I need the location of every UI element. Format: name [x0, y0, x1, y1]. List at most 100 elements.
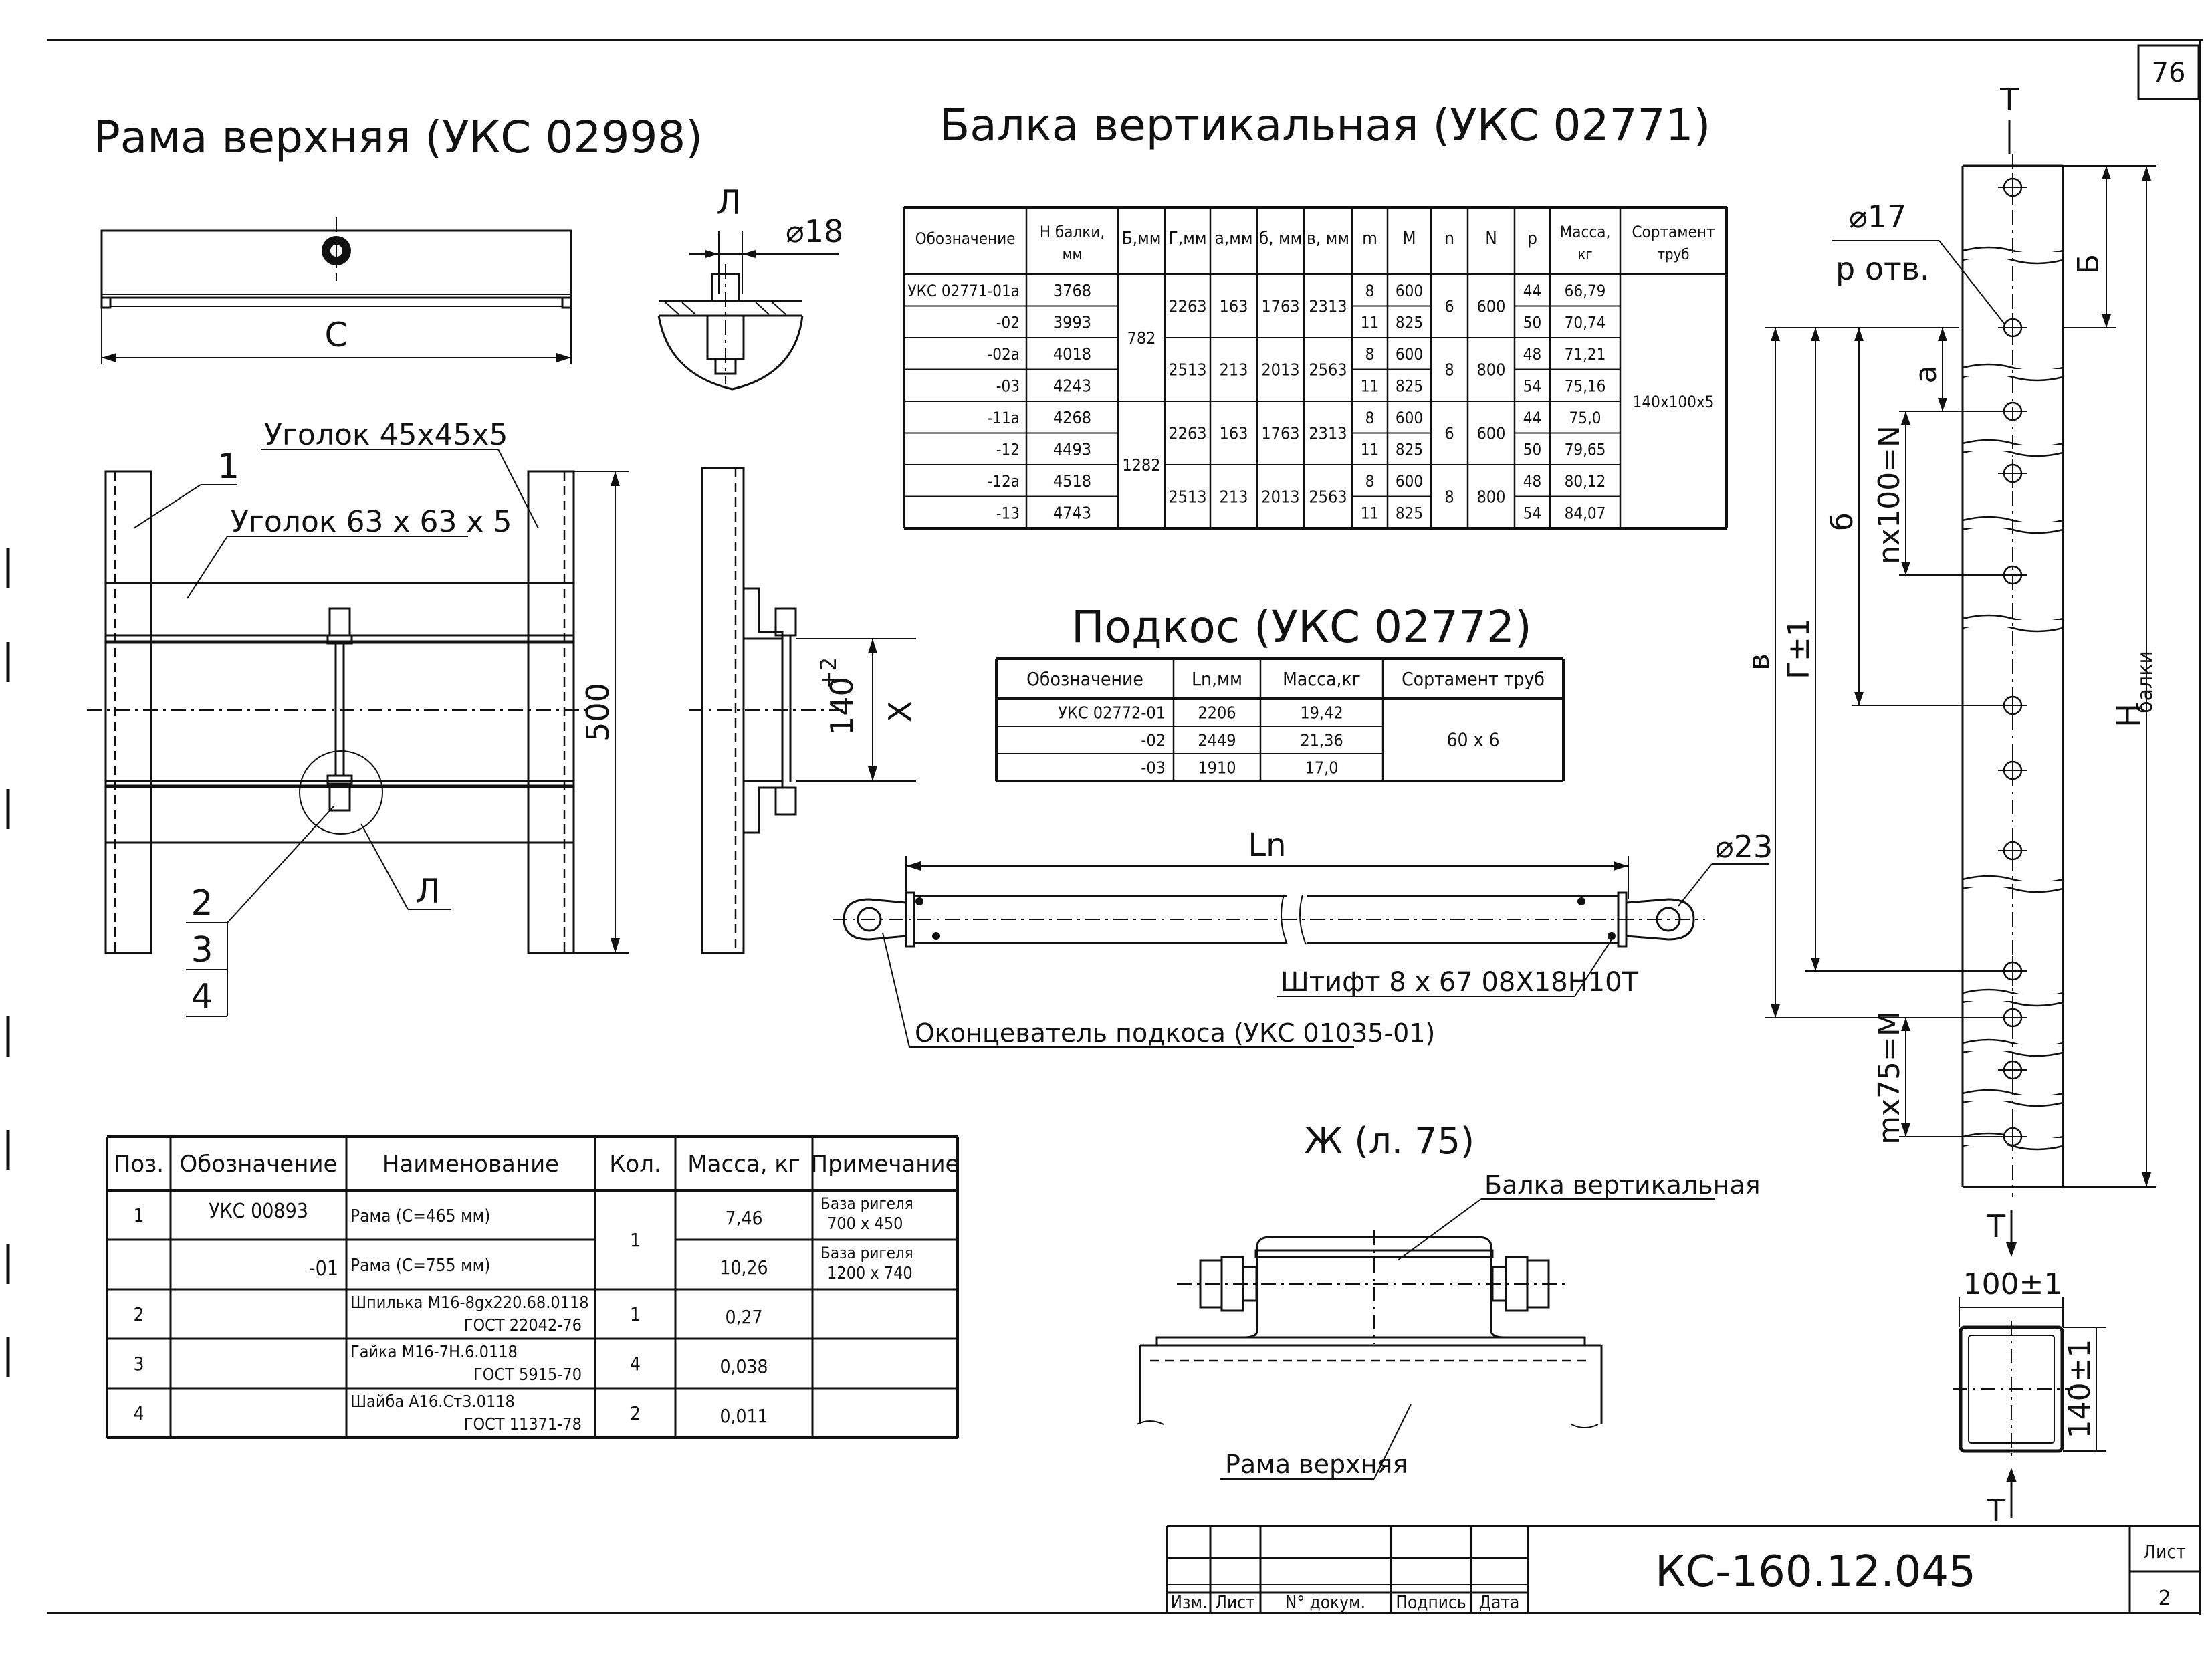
brace-td-ln-0: 2206 — [1198, 703, 1236, 723]
detail-beam-label: Балка вертикальная — [1484, 1170, 1761, 1200]
beam-td-b-1: 1282 — [1122, 455, 1160, 475]
spec-td-name-1: Рама (С=755 мм) — [350, 1256, 490, 1276]
beam-td-M-4: 600 — [1396, 409, 1423, 427]
brace-td-code-1: -02 — [1141, 731, 1166, 750]
pos-2: 2 — [191, 883, 213, 923]
tb-sheet-label: Лист — [2143, 1541, 2186, 1563]
detail-frame-label: Рама верхняя — [1225, 1450, 1408, 1479]
spec-td-qty-2: 1 — [630, 1303, 641, 1325]
brace-ln: Ln — [1248, 826, 1286, 864]
beam-td-N-2: 600 — [1477, 424, 1506, 443]
spec-th-0: Поз. — [114, 1151, 164, 1178]
beam-td-code-7: -13 — [996, 504, 1020, 522]
brace-drawing: Ln ⌀23 Штифт 8 х 67 08Х18Н10Т Оконцевате… — [833, 826, 1773, 1048]
w100: 100±1 — [1963, 1267, 2063, 1301]
beam-th-0: Обозначение — [915, 229, 1016, 248]
beam-td-code-4: -11а — [988, 409, 1020, 427]
spec-th-1: Обозначение — [180, 1151, 338, 1178]
spec-td-qty-3: 4 — [630, 1353, 641, 1375]
beam-td-code-2: -02а — [988, 345, 1020, 364]
beam-td-mass-7: 84,07 — [1565, 504, 1606, 522]
pos-1: 1 — [217, 447, 239, 487]
spec-td-name-2: Шпилька М16-8gх220.68.0118 — [350, 1293, 589, 1312]
beam-td-h-6: 4518 — [1053, 471, 1091, 491]
beam-td-mass-3: 75,16 — [1565, 376, 1606, 395]
tb-doc-number: КС-160.12.045 — [1655, 1547, 1976, 1597]
dia-17: ⌀17 — [1849, 199, 1906, 235]
beam-th-12: Масса, — [1560, 223, 1611, 241]
beam-th-6: в, мм — [1307, 229, 1349, 249]
beam-td-g0-4: 163 — [1220, 297, 1248, 316]
frame-detail-l: Л ⌀18 — [657, 183, 843, 391]
beam-td-h-0: 3768 — [1053, 281, 1091, 300]
title-frame: Рама верхняя (УКС 02998) — [94, 112, 703, 163]
beam-th-9: n — [1444, 229, 1454, 249]
t-mid: Т — [1986, 1208, 2006, 1244]
beam-th-12-b: кг — [1577, 247, 1592, 263]
brace-th-3: Сортамент труб — [1402, 668, 1545, 690]
beam-td-m-3: 11 — [1361, 376, 1379, 395]
brace-td-code-0: УКС 02772-01 — [1058, 703, 1166, 723]
beam-td-g0-5: 1763 — [1261, 297, 1299, 316]
brace-th-0: Обозначение — [1026, 668, 1143, 690]
beam-td-p-0: 44 — [1523, 282, 1541, 300]
spec-td-pos-4: 4 — [133, 1402, 144, 1424]
sheet-border: 76 — [6, 39, 2203, 1615]
t-bot: Т — [1986, 1492, 2006, 1529]
beam-th-10: N — [1485, 229, 1497, 249]
callout-l: Л — [415, 872, 441, 911]
brace-td-mass-1: 21,36 — [1300, 731, 1343, 750]
brace-td-mass-0: 19,42 — [1300, 703, 1343, 723]
beam-td-code-6: -12а — [988, 472, 1020, 491]
beam-td-m-5: 11 — [1361, 440, 1379, 459]
spec-td-name2-3: ГОСТ 5915-70 — [473, 1365, 582, 1384]
beam-th-3: Г,мм — [1169, 229, 1207, 249]
h-beam-sub: балки — [2134, 651, 2157, 713]
beam-td-h-4: 4268 — [1053, 408, 1091, 427]
view-l-label: Л — [716, 183, 742, 222]
spec-td-note1-1: База ригеля — [820, 1244, 913, 1262]
detail-zh: Балка вертикальная Рама верхняя — [1136, 1170, 1761, 1480]
beam-td-code-0: УКС 02771-01а — [907, 282, 1020, 300]
spec-th-3: Кол. — [609, 1151, 661, 1178]
spec-td-mass-3: 0,038 — [720, 1355, 768, 1377]
tb-col-izm: Изм. — [1170, 1593, 1207, 1613]
beam-td-p-3: 54 — [1523, 376, 1541, 395]
beam-td-h-2: 4018 — [1053, 344, 1091, 364]
beam-td-p-4: 44 — [1523, 409, 1541, 427]
beam-th-7: m — [1362, 229, 1377, 249]
beam-td-mass-0: 66,79 — [1565, 282, 1606, 300]
end-label: Оконцеватель подкоса (УКС 01035-01) — [915, 1018, 1435, 1048]
beam-td-M-2: 600 — [1396, 345, 1423, 364]
mx75: mх75=М — [1872, 1011, 1906, 1145]
beam-th-2: Б,мм — [1122, 229, 1162, 249]
frame-front-view: 500 Уголок 45x45x5 Уголок 63 x 63 x 5 1 … — [87, 418, 629, 1017]
spec-td-pos-0: 1 — [133, 1204, 144, 1226]
beam-td-b-0: 782 — [1127, 328, 1156, 348]
pin-label: Штифт 8 х 67 08Х18Н10Т — [1281, 967, 1639, 998]
brace-th-2: Масса,кг — [1283, 668, 1361, 690]
tb-col-list: Лист — [1215, 1593, 1254, 1613]
beam-td-assortment: 140x100x5 — [1633, 393, 1715, 411]
beam-th-5: б, мм — [1259, 229, 1303, 249]
beam-td-M-5: 825 — [1396, 440, 1423, 459]
beam-td-M-3: 825 — [1396, 376, 1423, 395]
brace-td-ln-1: 2449 — [1198, 731, 1236, 750]
title-brace: Подкос (УКС 02772) — [1071, 601, 1532, 653]
beam-td-m-0: 8 — [1365, 282, 1375, 300]
angle-45-label: Уголок 45x45x5 — [264, 418, 508, 452]
beam-td-code-1: -02 — [996, 313, 1020, 332]
dim-140-tol: +2 — [816, 657, 841, 689]
v-dim: в — [1742, 653, 1776, 671]
g-dim: Г±1 — [1782, 618, 1816, 679]
beam-th-11: p — [1527, 229, 1537, 249]
beam-td-g0-3: 2263 — [1168, 297, 1206, 316]
brace-td-code-2: -03 — [1141, 758, 1166, 778]
beam-td-p-6: 48 — [1523, 472, 1541, 491]
beam-td-n-3: 8 — [1444, 487, 1454, 507]
beam-td-mass-1: 70,74 — [1565, 313, 1606, 332]
spec-td-mass-2: 0,27 — [725, 1306, 762, 1328]
dim-x: Х — [882, 701, 918, 722]
beam-td-h-5: 4493 — [1053, 439, 1091, 459]
beam-td-g2-3: 2263 — [1168, 424, 1206, 443]
